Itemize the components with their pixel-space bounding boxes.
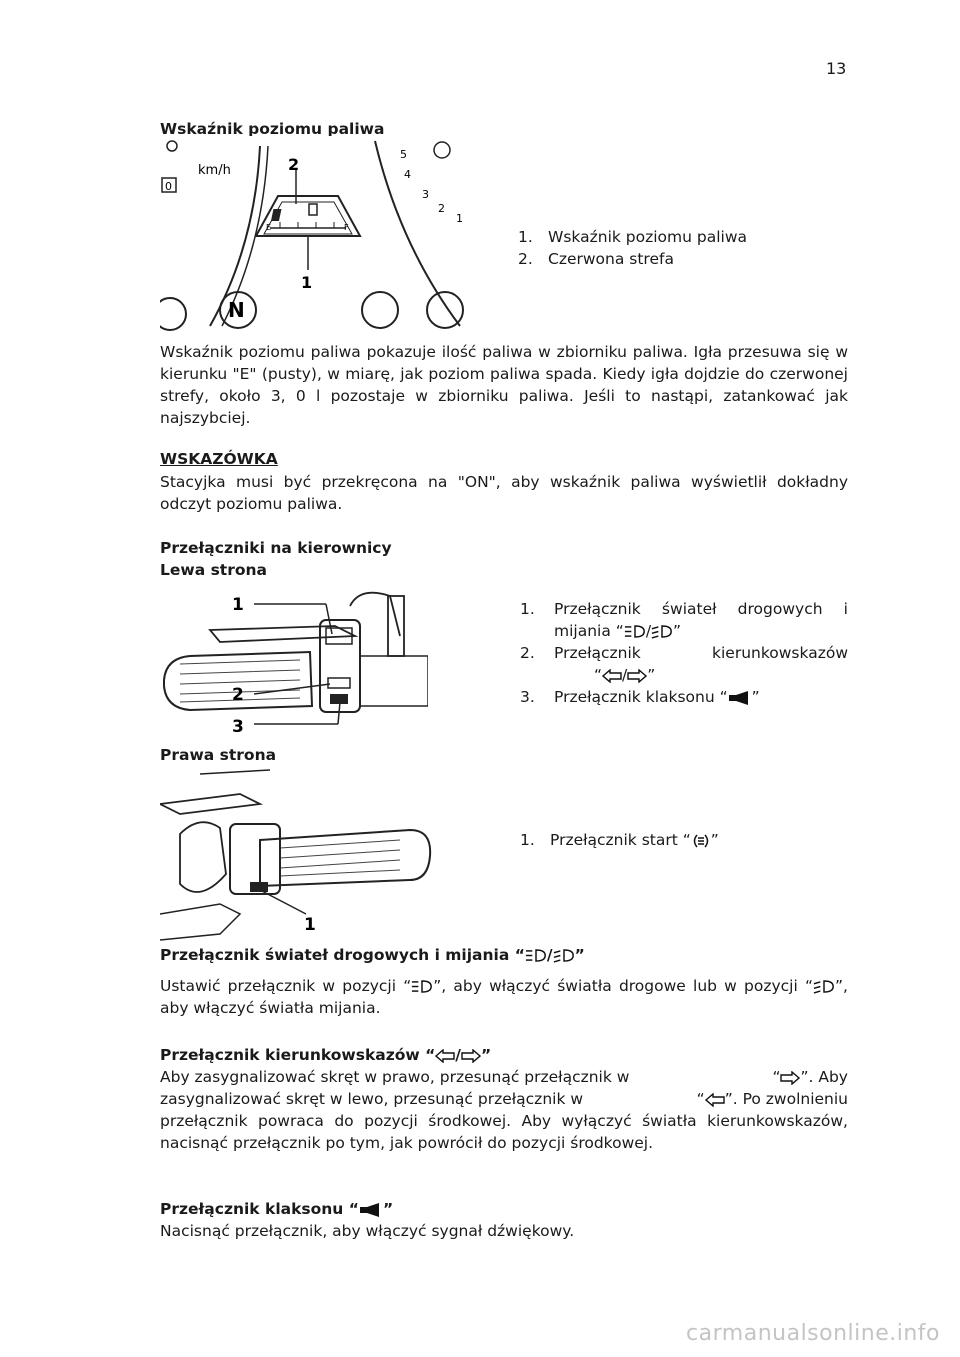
- note-heading: WSKAZÓWKA: [160, 450, 278, 468]
- neutral-letter: N: [228, 298, 245, 322]
- high-beam-icon: [411, 979, 433, 994]
- lights-heading-row: Przełącznik świateł drogowych i mijania …: [160, 946, 585, 964]
- fuel-gauge-empty-label: E: [266, 223, 271, 232]
- fuel-gauge-red-zone: [270, 209, 282, 221]
- turn-left-icon: [602, 669, 622, 683]
- horn-icon: [728, 691, 752, 705]
- horn-text: Nacisnąć przełącznik, aby włączyć sygnał…: [160, 1222, 575, 1240]
- right-switch-housing: [229, 823, 281, 895]
- high-beam-lamp: [361, 291, 399, 329]
- left-callout-2: 2: [232, 685, 244, 705]
- right-handlebar-figure: 1: [160, 764, 432, 944]
- turn-heading: Przełącznik kierunkowskazów: [160, 1046, 420, 1064]
- high-beam-icon: [525, 948, 547, 963]
- list-item: 1. Przełącznik świateł drogowych i mijan…: [520, 600, 848, 640]
- warning-icon: [433, 141, 451, 159]
- odometer-digit: 0: [165, 180, 172, 193]
- fuel-gauge-full-label: F: [344, 223, 349, 232]
- tach-label-3: 3: [422, 188, 429, 201]
- horn-heading: Przełącznik klaksonu: [160, 1200, 344, 1218]
- fuel-legend: 1.Wskaźnik poziomu paliwa 2.Czerwona str…: [518, 226, 848, 270]
- list-item: 1.Wskaźnik poziomu paliwa: [518, 228, 747, 246]
- low-beam-icon: [813, 979, 835, 994]
- list-item: 3. Przełącznik klaksonu “”: [520, 688, 760, 706]
- master-cylinder: [179, 821, 227, 893]
- fuel-callout-1: 1: [301, 273, 312, 292]
- indicator-icon: [166, 140, 178, 152]
- list-item: 2.Czerwona strefa: [518, 250, 674, 268]
- low-beam-icon: [553, 948, 575, 963]
- list-item: 1. Przełącznik start “”: [520, 831, 719, 850]
- horn-heading-row: Przełącznik klaksonu “”: [160, 1200, 394, 1218]
- tach-label-2: 2: [438, 202, 445, 215]
- fuel-heading: Wskaźnik poziomu paliwa: [160, 120, 385, 138]
- horn-switch: [330, 694, 348, 704]
- turn-left-icon: [705, 1093, 725, 1107]
- left-grip: [163, 650, 314, 712]
- switch-housing: [319, 619, 361, 713]
- lights-heading: Przełącznik świateł drogowych i mijania: [160, 946, 510, 964]
- right-callout-1: 1: [304, 915, 316, 935]
- fuel-callout-2: 2: [288, 155, 299, 174]
- right-legend: 1. Przełącznik start “”: [520, 829, 848, 851]
- low-beam-icon: [651, 624, 673, 639]
- throttle-grip: [259, 828, 432, 888]
- left-callout-1: 1: [232, 595, 244, 615]
- turn-right-icon: [780, 1071, 800, 1085]
- watermark: carmanualsonline.info: [686, 1320, 940, 1346]
- turn-switch: [327, 677, 351, 689]
- left-legend: 1. Przełącznik świateł drogowych i mijan…: [520, 598, 848, 708]
- tach-label-1: 1: [456, 212, 463, 225]
- left-handlebar-figure: 1 2 3: [160, 576, 428, 742]
- start-switch: [250, 882, 268, 892]
- tach-label-4: 4: [404, 168, 411, 181]
- clutch-lever: [208, 625, 359, 643]
- turn-right-icon: [461, 1049, 481, 1063]
- odometer-digit-box: [161, 177, 177, 193]
- page-number: 13: [826, 59, 847, 78]
- horn-icon: [359, 1203, 383, 1217]
- handlebar-heading: Przełączniki na kierownicy: [160, 539, 392, 557]
- turn-heading-row: Przełącznik kierunkowskazów “/”: [160, 1046, 492, 1064]
- fuel-gauge-figure: km/h 0 E F 2 1 5 4 3 2 1 N: [160, 136, 472, 336]
- speed-unit-label: km/h: [198, 163, 231, 178]
- engine-check-lamp: [426, 291, 464, 329]
- dimmer-switch: [325, 627, 353, 645]
- fuel-paragraph: Wskaźnik poziomu paliwa pokazuje ilość p…: [160, 343, 848, 427]
- fuel-gauge-housing: [254, 195, 362, 237]
- turn-indicator-lamp: [160, 297, 187, 331]
- lights-paragraph: Ustawić przełącznik w pozycji “”, aby wł…: [160, 977, 848, 1017]
- brake-lever: [160, 793, 264, 815]
- left-callout-3: 3: [232, 717, 244, 737]
- fuel-pump-icon: [308, 203, 318, 216]
- tach-label-5: 5: [400, 148, 407, 161]
- turn-left-icon: [435, 1049, 455, 1063]
- start-icon: [691, 832, 711, 850]
- note-text: Stacyjka musi być przekręcona na "ON", a…: [160, 473, 848, 513]
- neutral-lamp: [219, 291, 257, 329]
- left-side-heading: Lewa strona: [160, 561, 267, 579]
- turn-paragraph: Aby zasygnalizować skręt w prawo, przesu…: [160, 1068, 848, 1152]
- high-beam-icon: [624, 624, 646, 639]
- right-side-heading: Prawa strona: [160, 746, 277, 764]
- turn-right-icon: [627, 669, 647, 683]
